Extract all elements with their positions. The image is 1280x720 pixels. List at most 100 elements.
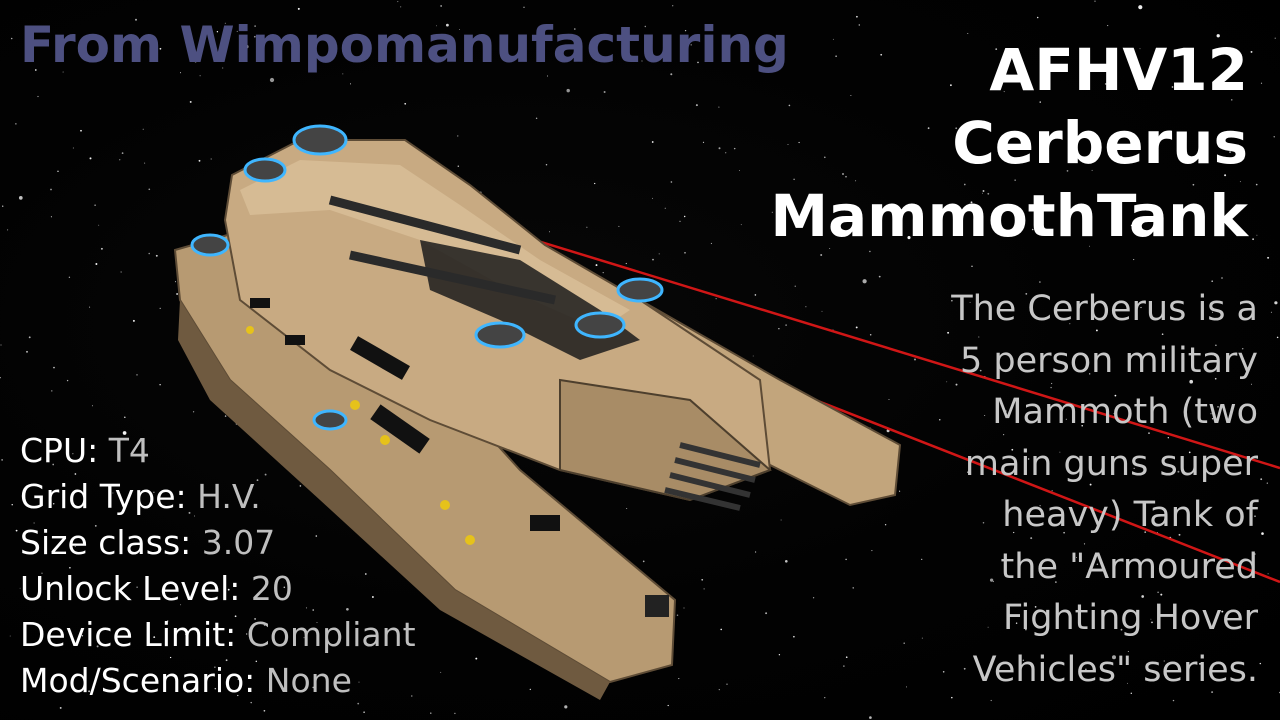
star	[1, 459, 3, 461]
star	[820, 254, 823, 256]
star	[738, 169, 740, 171]
star	[1051, 490, 1053, 492]
star	[1011, 448, 1014, 451]
star	[1210, 413, 1212, 415]
star	[119, 159, 121, 161]
star	[1188, 451, 1191, 454]
star	[256, 479, 259, 481]
star	[72, 453, 74, 455]
star	[1180, 225, 1182, 227]
star	[26, 350, 28, 353]
star	[574, 28, 576, 30]
star	[955, 127, 958, 130]
star	[9, 635, 11, 637]
star	[112, 492, 114, 494]
star	[1192, 183, 1195, 186]
star	[253, 35, 256, 38]
star	[523, 6, 525, 9]
star	[342, 73, 344, 75]
star	[1089, 245, 1090, 247]
star	[1127, 682, 1128, 684]
star	[503, 57, 506, 59]
star	[237, 694, 239, 697]
star	[845, 656, 848, 659]
star	[1171, 86, 1174, 88]
star	[350, 83, 351, 85]
star	[1096, 563, 1099, 566]
star	[679, 220, 681, 222]
star	[703, 588, 705, 590]
star	[135, 18, 137, 21]
star	[78, 553, 80, 554]
star	[10, 37, 13, 40]
star	[858, 24, 861, 26]
star	[842, 173, 844, 175]
star	[1270, 311, 1272, 313]
star	[96, 645, 99, 648]
star	[1255, 183, 1258, 186]
star	[440, 5, 442, 7]
star	[535, 117, 538, 120]
star	[254, 617, 257, 620]
star	[315, 535, 318, 537]
star	[690, 44, 692, 46]
star	[710, 242, 712, 245]
star	[606, 38, 608, 40]
star	[62, 71, 64, 73]
star	[672, 5, 674, 7]
model-title-line: MammothTank	[770, 182, 1248, 250]
yellow-lights	[246, 326, 475, 545]
star	[89, 306, 91, 308]
star	[1085, 668, 1087, 671]
star	[862, 279, 867, 284]
star	[963, 667, 966, 670]
star	[1039, 281, 1041, 283]
vehicle-description: The Cerberus is a 5 person military Mamm…	[878, 284, 1258, 696]
star	[144, 162, 146, 164]
star	[1030, 537, 1033, 540]
star	[263, 625, 265, 627]
star	[397, 1, 399, 3]
star	[921, 558, 923, 561]
star	[684, 215, 686, 218]
star	[995, 48, 998, 50]
star	[953, 295, 956, 297]
star	[1216, 34, 1220, 38]
star	[214, 666, 216, 668]
star	[11, 504, 13, 506]
star	[877, 221, 882, 225]
star	[1260, 478, 1263, 481]
star	[888, 399, 890, 401]
star	[1256, 234, 1258, 236]
star	[1254, 553, 1256, 555]
star	[174, 281, 177, 283]
star	[440, 671, 442, 673]
star	[1031, 228, 1034, 231]
main-gun-upper	[328, 195, 522, 255]
star	[41, 572, 43, 574]
star	[715, 298, 717, 300]
star	[987, 192, 990, 195]
star	[726, 683, 728, 685]
star	[947, 331, 950, 334]
star	[970, 201, 973, 204]
star	[946, 381, 948, 383]
star	[225, 659, 228, 662]
star	[1261, 532, 1264, 535]
star	[297, 7, 300, 10]
star	[907, 236, 911, 240]
star	[835, 55, 837, 57]
star	[821, 310, 823, 312]
star	[53, 366, 55, 369]
star	[194, 515, 196, 517]
star	[7, 229, 9, 231]
star	[454, 712, 456, 715]
star	[824, 697, 826, 699]
star	[216, 31, 219, 33]
star	[1274, 301, 1278, 305]
star	[1214, 377, 1217, 380]
star	[1107, 25, 1109, 27]
star	[72, 147, 74, 149]
description-line: 5 person military	[959, 340, 1258, 381]
spec-label: Unlock Level:	[20, 569, 251, 608]
